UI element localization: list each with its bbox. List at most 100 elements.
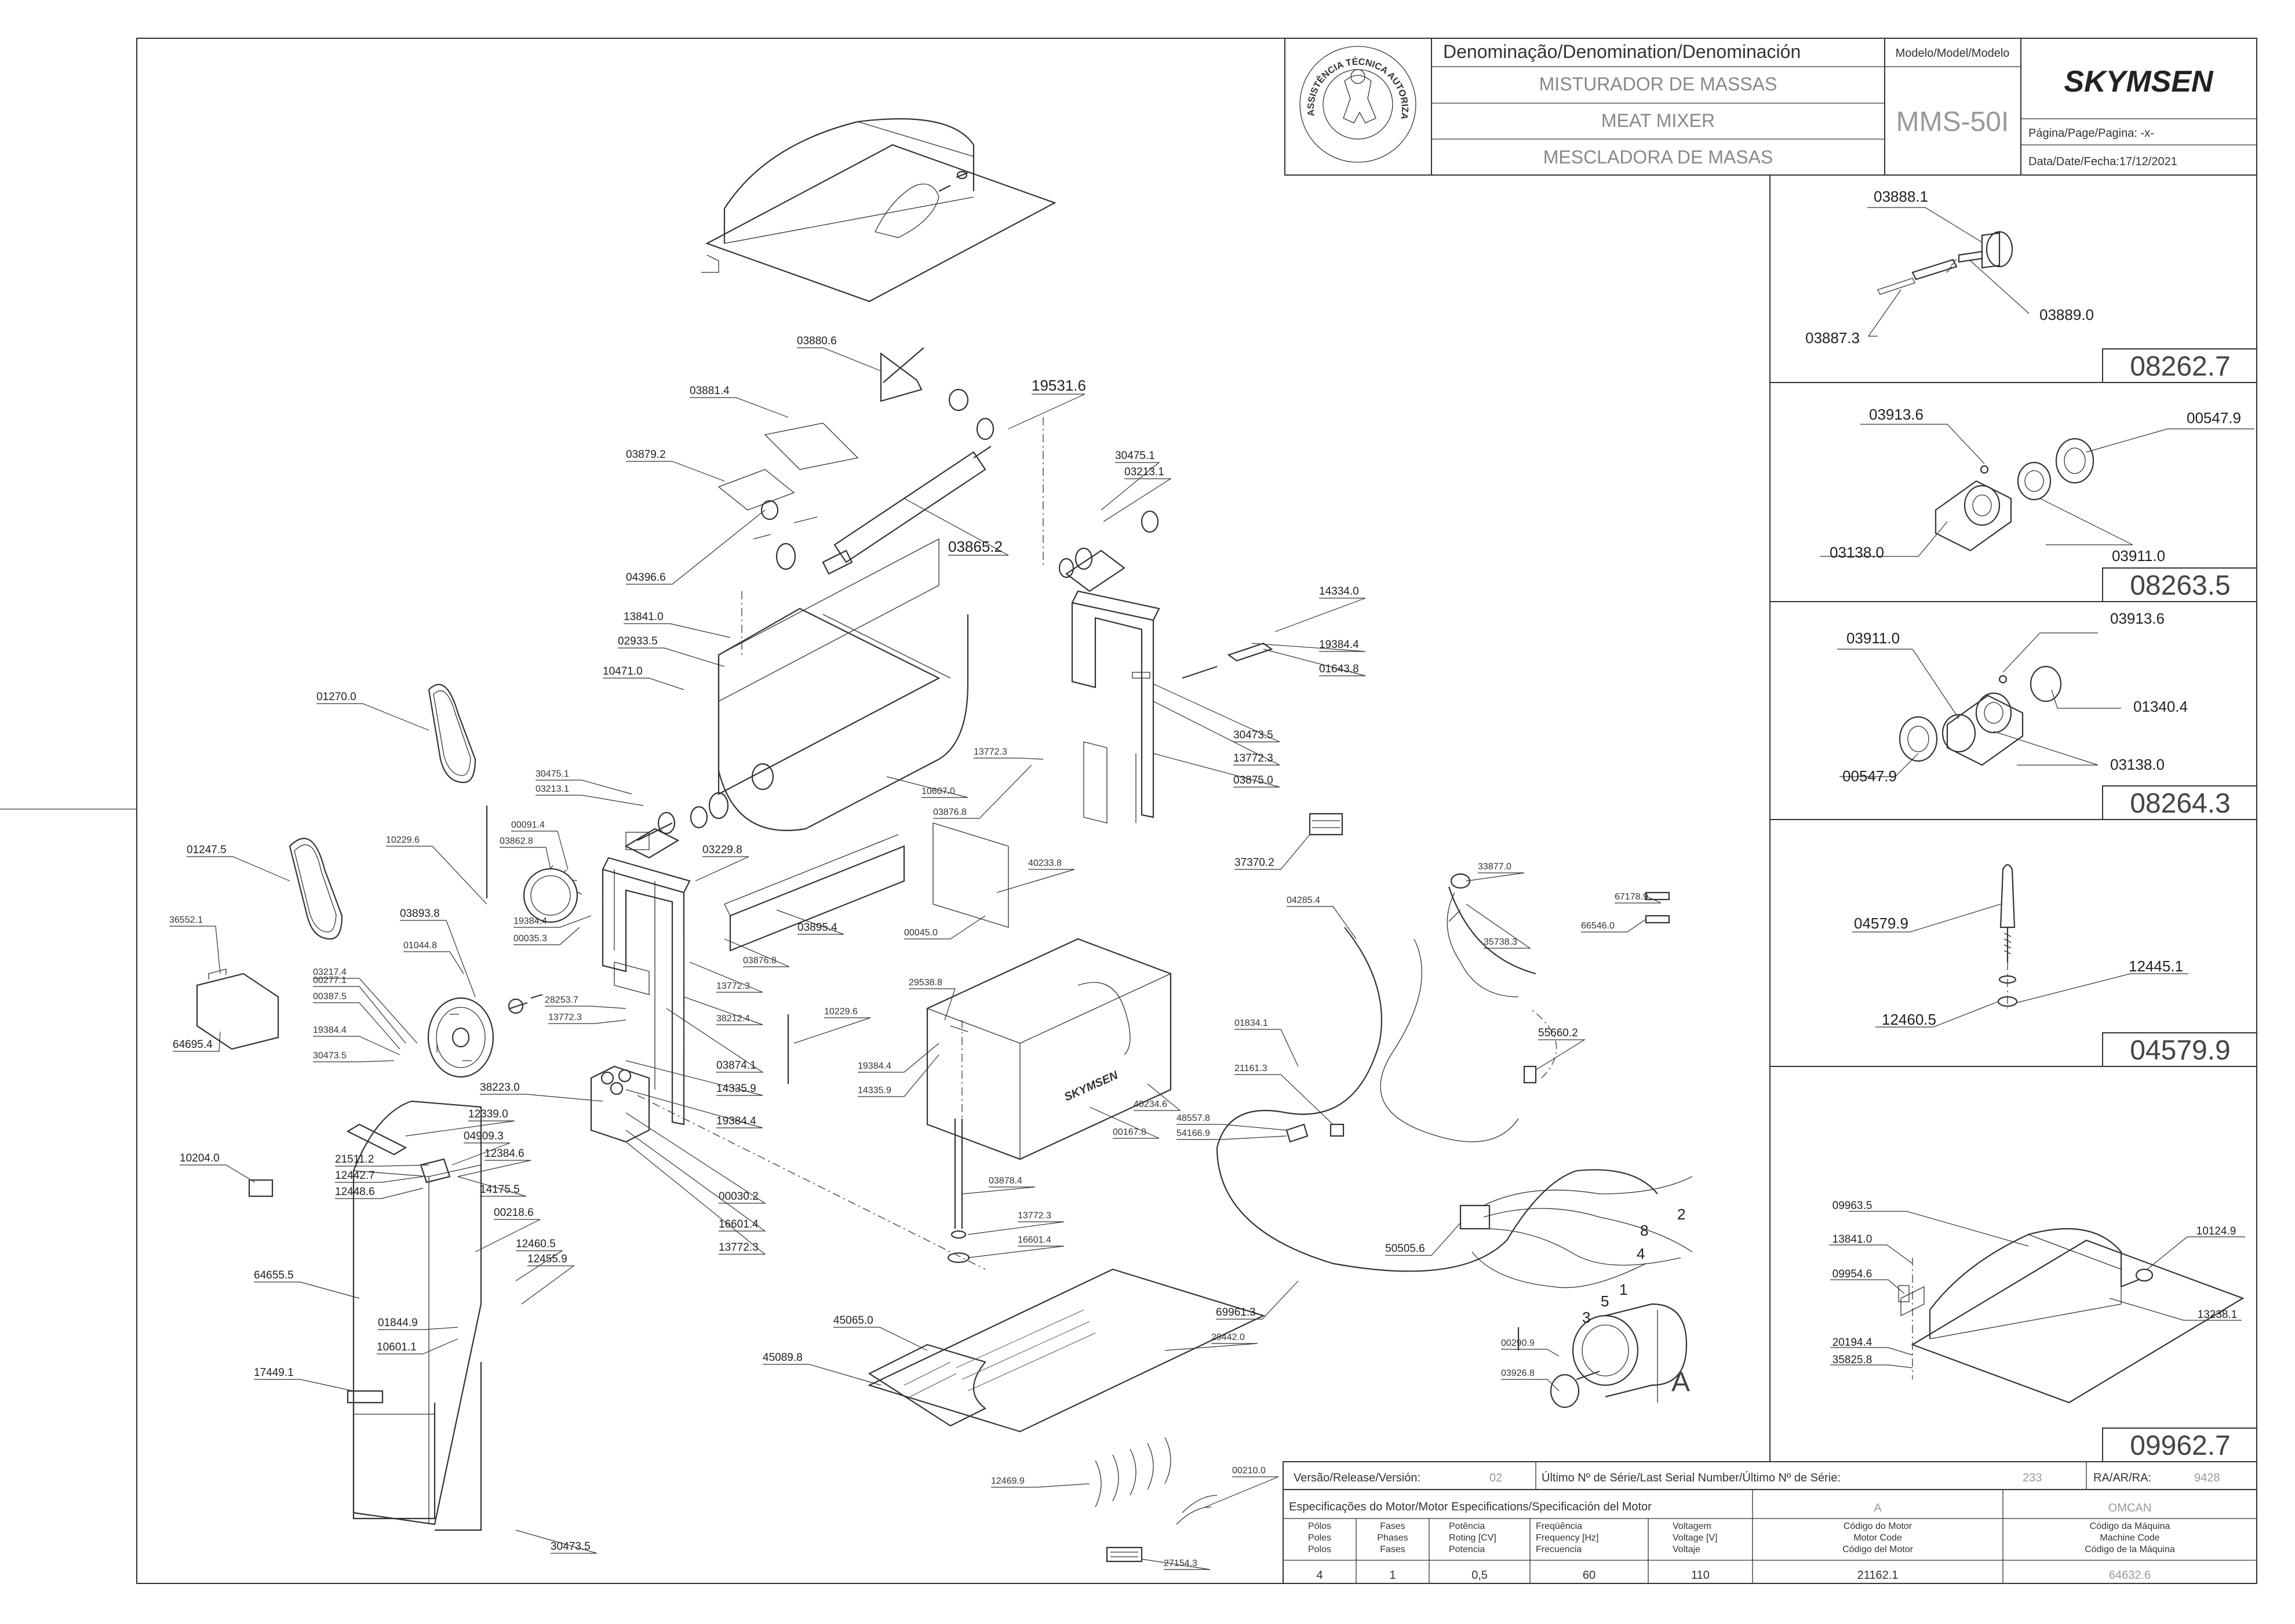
part-label: 03880.6 bbox=[797, 335, 837, 347]
frequency-value: 60 bbox=[1583, 1569, 1595, 1582]
part-label: 09963.5 bbox=[1833, 1200, 1873, 1212]
subassembly-code-box: 04579.9 bbox=[2102, 1032, 2257, 1067]
part-label: 29538.8 bbox=[909, 978, 942, 988]
part-label: 04579.9 bbox=[1854, 915, 1908, 932]
part-label: 01834.1 bbox=[1234, 1018, 1268, 1028]
part-label: 21161.3 bbox=[1234, 1064, 1267, 1073]
part-label: 12339.0 bbox=[468, 1108, 508, 1120]
phases-value: 1 bbox=[1389, 1569, 1396, 1582]
base-housing: SKYMSEN bbox=[926, 938, 1172, 1160]
coil-springs bbox=[1095, 1437, 1218, 1525]
part-label: 14175.5 bbox=[480, 1184, 520, 1196]
power-header: Potência Roting [CV] Potencia bbox=[1449, 1521, 1496, 1554]
svg-text:09962.7: 09962.7 bbox=[2130, 1430, 2231, 1461]
svg-text:08264.3: 08264.3 bbox=[2130, 788, 2231, 819]
part-label: 03926.8 bbox=[1501, 1368, 1535, 1378]
part-label: 03217.4 bbox=[313, 967, 347, 977]
base-brand-mark: SKYMSEN bbox=[1062, 1069, 1120, 1104]
part-label: 66546.0 bbox=[1581, 921, 1615, 931]
part-label: 00387.5 bbox=[313, 992, 347, 1002]
part-label: 12469.9 bbox=[991, 1476, 1025, 1486]
part-label: 00277.1 bbox=[313, 975, 347, 985]
poles-value: 4 bbox=[1316, 1569, 1323, 1582]
part-label: 13772.3 bbox=[719, 1241, 759, 1254]
front-cover bbox=[347, 1100, 482, 1531]
part-label: 19384.4 bbox=[716, 1115, 756, 1127]
part-label: 13772.3 bbox=[716, 981, 750, 991]
subassembly-code-box: 09962.7 bbox=[2102, 1428, 2257, 1462]
part-label: 64655.5 bbox=[254, 1269, 294, 1281]
svg-text:Machine Code: Machine Code bbox=[2100, 1533, 2159, 1543]
mixer-lid bbox=[701, 118, 1057, 303]
part-label: 04285.4 bbox=[1287, 895, 1320, 905]
part-label: 04909.3 bbox=[464, 1130, 504, 1142]
svg-text:08262.7: 08262.7 bbox=[2130, 351, 2231, 382]
part-label: 14334.0 bbox=[1319, 585, 1359, 598]
part-label: 10204.0 bbox=[180, 1152, 220, 1164]
left-bearing-block bbox=[625, 811, 676, 850]
part-label: 55660.2 bbox=[1538, 1027, 1578, 1039]
motor-spec-table: Especificações do Motor/Motor Especifica… bbox=[1283, 1489, 2257, 1584]
name-es: MESCLADORA DE MASAS bbox=[1543, 147, 1773, 168]
part-label: 12442.7 bbox=[335, 1170, 375, 1182]
part-label: 38223.0 bbox=[480, 1082, 520, 1094]
part-label: 30473.5 bbox=[1233, 729, 1273, 741]
main-part-labels: 03880.6 03881.4 19531.6 03879.2 03865.2 … bbox=[169, 335, 1690, 1570]
part-label: 03911.0 bbox=[2112, 547, 2165, 565]
serial-value: 233 bbox=[2023, 1472, 2042, 1484]
agitator-assembly bbox=[717, 347, 995, 575]
serial-label: Último Nº de Série/Last Serial Number/Úl… bbox=[1542, 1471, 1841, 1484]
part-label: 10124.9 bbox=[2196, 1225, 2236, 1237]
left-column-frame bbox=[602, 792, 729, 1126]
guard-and-plates bbox=[196, 822, 1009, 1197]
part-label: 03895.4 bbox=[797, 922, 837, 934]
drive-belts bbox=[289, 683, 789, 1084]
motor-code-value: 21162.1 bbox=[1857, 1569, 1899, 1582]
part-label: 16601.4 bbox=[1018, 1235, 1051, 1245]
part-label: 50505.6 bbox=[1385, 1243, 1425, 1255]
part-label: 01844.9 bbox=[378, 1317, 418, 1329]
part-label: 03229.8 bbox=[702, 844, 742, 856]
part-label: 03875.0 bbox=[1233, 774, 1273, 786]
machine-code-value: 64632.6 bbox=[2109, 1569, 2151, 1582]
part-label: 03213.1 bbox=[536, 784, 569, 794]
part-label: 28253.7 bbox=[545, 995, 578, 1005]
part-label: 19384.4 bbox=[313, 1025, 347, 1035]
part-label: 64695.4 bbox=[173, 1039, 213, 1051]
part-label: 03865.2 bbox=[948, 538, 1003, 555]
svg-text:08263.5: 08263.5 bbox=[2130, 570, 2231, 601]
version-label: Versão/Release/Versión: bbox=[1294, 1472, 1420, 1484]
part-label: 13772.3 bbox=[1018, 1211, 1051, 1221]
name-pt: MISTURADOR DE MASSAS bbox=[1539, 74, 1777, 94]
subassembly-04579-drawing: 04579.9 12445.1 12460.5 bbox=[1852, 864, 2188, 1028]
svg-text:Voltagem: Voltagem bbox=[1673, 1521, 1711, 1531]
seal-text: ASSISTÊNCIA TÉCNICA AUTORIZADA bbox=[0, 0, 1409, 121]
part-label: 03913.6 bbox=[2110, 610, 2165, 627]
part-label: 00218.6 bbox=[494, 1207, 534, 1219]
poles-header: Pólos Poles Polos bbox=[1308, 1521, 1331, 1554]
machine-code-header: Código da Máquina Machine Code Código de… bbox=[2085, 1521, 2175, 1554]
wire-number: 3 bbox=[1582, 1309, 1590, 1326]
part-label: 33877.0 bbox=[1478, 862, 1511, 872]
right-column-frame bbox=[1058, 510, 1273, 824]
motor bbox=[1517, 1303, 1688, 1408]
part-label: 10607.0 bbox=[921, 786, 955, 796]
model-number: MMS-50I bbox=[1896, 107, 2009, 137]
part-label: 30473.5 bbox=[313, 1051, 347, 1061]
svg-text:Roting [CV]: Roting [CV] bbox=[1449, 1533, 1496, 1543]
part-label: 40233.8 bbox=[1028, 858, 1062, 868]
part-label: 14335.9 bbox=[858, 1086, 891, 1095]
release-row: Versão/Release/Versión: 02 Último Nº de … bbox=[1283, 1461, 2257, 1490]
part-label: 10229.6 bbox=[386, 835, 420, 845]
part-label: 37370.2 bbox=[1234, 857, 1274, 869]
svg-text:Frequency [Hz]: Frequency [Hz] bbox=[1536, 1533, 1598, 1543]
authorized-service-seal: ASSISTÊNCIA TÉCNICA AUTORIZADA bbox=[0, 0, 1416, 163]
part-label: 12460.5 bbox=[1882, 1011, 1936, 1028]
svg-text:Polos: Polos bbox=[1308, 1545, 1331, 1554]
part-label: 14335.9 bbox=[716, 1083, 756, 1095]
svg-text:Fases: Fases bbox=[1380, 1521, 1405, 1531]
wire-number: 1 bbox=[1619, 1281, 1627, 1298]
subassembly-09962-drawing: 09963.5 10124.9 13841.0 09954.6 13238.1 … bbox=[1829, 1200, 2245, 1404]
part-label: 03881.4 bbox=[690, 385, 730, 397]
